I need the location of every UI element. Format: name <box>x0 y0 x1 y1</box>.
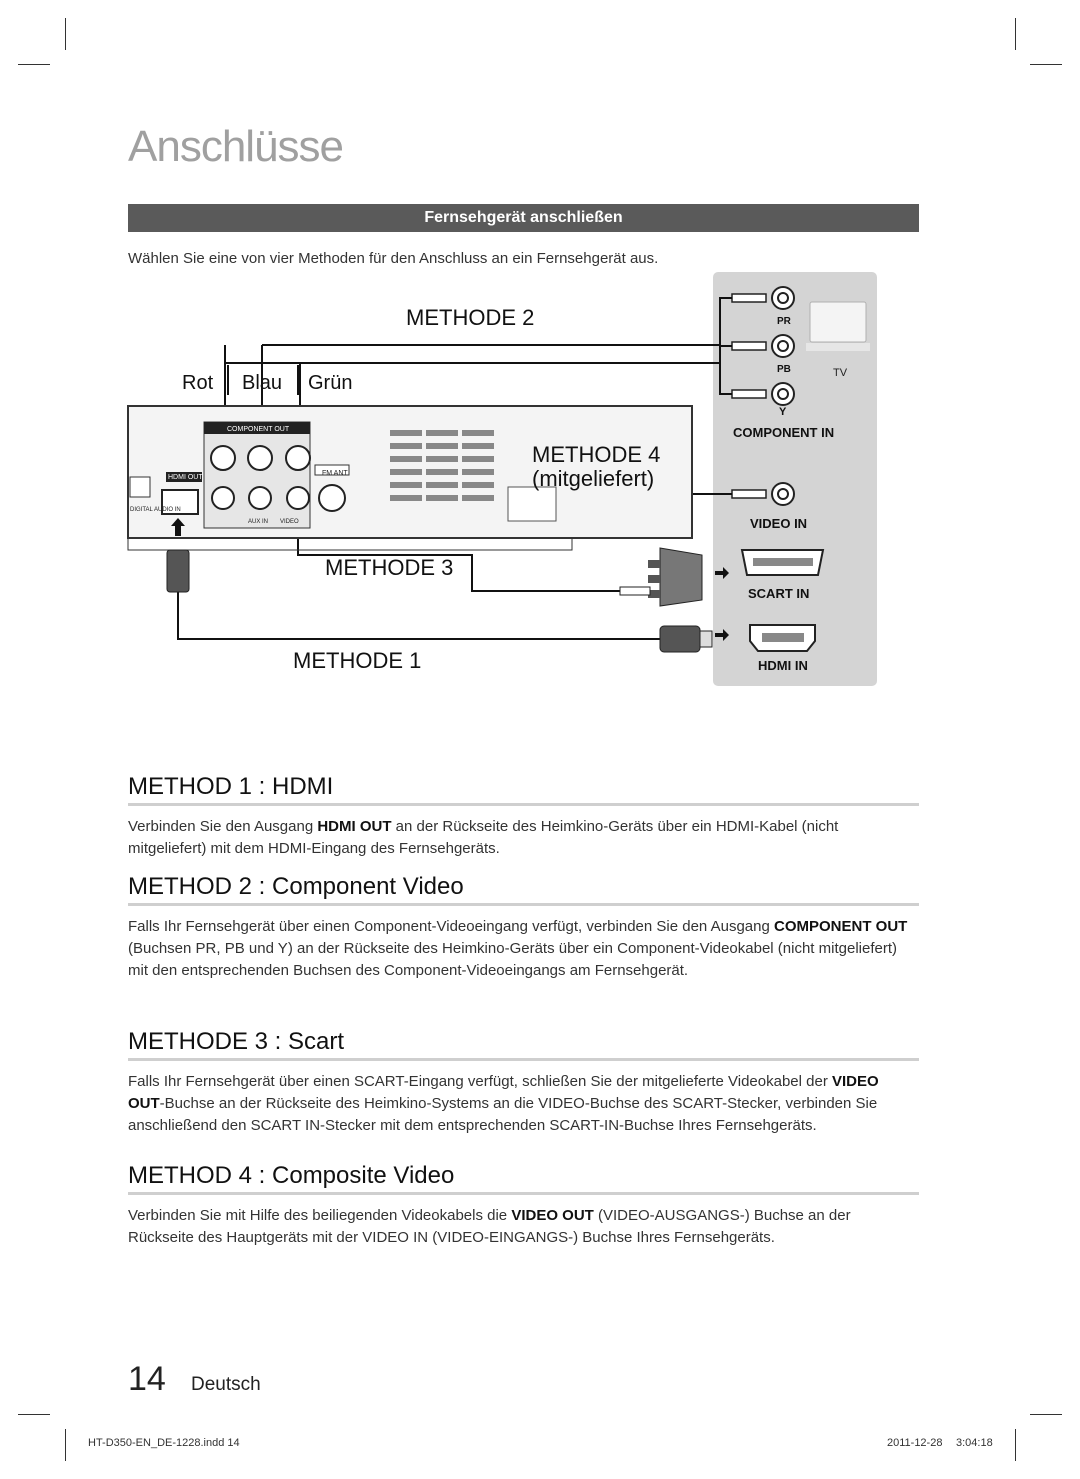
video-out-small-label: VIDEO <box>280 519 299 525</box>
fm-ant-label: FM ANT <box>322 470 348 477</box>
page-language: Deutsch <box>191 1374 261 1395</box>
method-4-text: Verbinden Sie mit Hilfe des beiliegenden… <box>128 1207 851 1246</box>
footer-time: 3:04:18 <box>956 1437 993 1449</box>
footer-date: 2011-12-28 <box>887 1437 943 1449</box>
method-3-text: Falls Ihr Fernsehgerät über einen SCART-… <box>128 1073 879 1134</box>
method-2-text: Falls Ihr Fernsehgerät über einen Compon… <box>128 918 908 979</box>
method-1-title: METHOD 1 : HDMI <box>128 773 919 806</box>
digital-audio-label: DIGITAL AUDIO IN <box>130 507 181 513</box>
crop-mark <box>1015 18 1016 50</box>
hdmi-plug <box>659 625 713 653</box>
pr-label: PR <box>777 316 792 327</box>
y-label: Y <box>779 406 787 418</box>
hdmi-cable <box>177 590 660 640</box>
hdmi-in-label: HDMI IN <box>758 658 808 673</box>
hdmi-out-label: HDMI OUT <box>168 474 203 481</box>
scart-adapter <box>619 547 703 607</box>
component-in-label: COMPONENT IN <box>733 425 834 440</box>
intro-text: Wählen Sie eine von vier Methoden für de… <box>128 250 659 267</box>
scart-cable <box>297 530 620 592</box>
crop-mark <box>1030 64 1062 65</box>
methode4-label: METHODE 4 <box>532 442 660 467</box>
crop-mark <box>18 64 50 65</box>
method-2: METHOD 2 : Component Video Falls Ihr Fer… <box>128 873 919 982</box>
method-1-text: Verbinden Sie den Ausgang HDMI OUT an de… <box>128 818 839 857</box>
crop-mark <box>1015 1429 1016 1461</box>
footer-file: HT-D350-EN_DE-1228.indd 14 <box>88 1437 240 1449</box>
crop-mark <box>1030 1414 1062 1415</box>
arrow-icon <box>715 567 729 641</box>
video-in-label: VIDEO IN <box>750 516 807 531</box>
methode2-label: METHODE 2 <box>406 305 534 330</box>
component-in-jacks <box>771 286 795 406</box>
gruen-label: Grün <box>308 372 352 394</box>
crop-mark <box>65 18 66 50</box>
methode1-label: METHODE 1 <box>293 648 421 673</box>
pb-label: PB <box>777 364 791 375</box>
mitgeliefert-label: (mitgeliefert) <box>532 466 654 491</box>
scart-in-label: SCART IN <box>748 586 809 601</box>
connection-diagram: TV PR PB Y COMPONENT IN VIDEO IN SCART I… <box>127 272 877 686</box>
component-cable <box>224 297 732 415</box>
method-2-title: METHOD 2 : Component Video <box>128 873 919 906</box>
rca-plug <box>731 489 767 499</box>
method-1: METHOD 1 : HDMI Verbinden Sie den Ausgan… <box>128 773 919 860</box>
aux-in-label: AUX IN <box>248 519 268 525</box>
method-3: METHODE 3 : Scart Falls Ihr Fernsehgerät… <box>128 1028 919 1137</box>
method-3-title: METHODE 3 : Scart <box>128 1028 919 1061</box>
section-header: Fernsehgerät anschließen <box>128 204 919 232</box>
tv-icon <box>806 301 870 351</box>
receiver-back-panel <box>127 405 693 551</box>
scart-in-port <box>740 549 825 576</box>
method-4: METHOD 4 : Composite Video Verbinden Sie… <box>128 1162 919 1249</box>
hdmi-in-port <box>749 624 816 652</box>
tv-label: TV <box>833 367 848 379</box>
crop-mark <box>18 1414 50 1415</box>
page-title: Anschlüsse <box>128 122 344 171</box>
blau-label: Blau <box>242 372 282 394</box>
crop-mark <box>65 1429 66 1461</box>
component-out-label: COMPONENT OUT <box>227 426 290 433</box>
method-4-title: METHOD 4 : Composite Video <box>128 1162 919 1195</box>
tv-panel <box>713 272 877 686</box>
page-number: 14 <box>128 1360 166 1398</box>
hdmi-plug <box>166 518 190 593</box>
rot-label: Rot <box>182 372 214 394</box>
video-in-jack <box>771 482 795 506</box>
methode3-label: METHODE 3 <box>325 555 453 580</box>
